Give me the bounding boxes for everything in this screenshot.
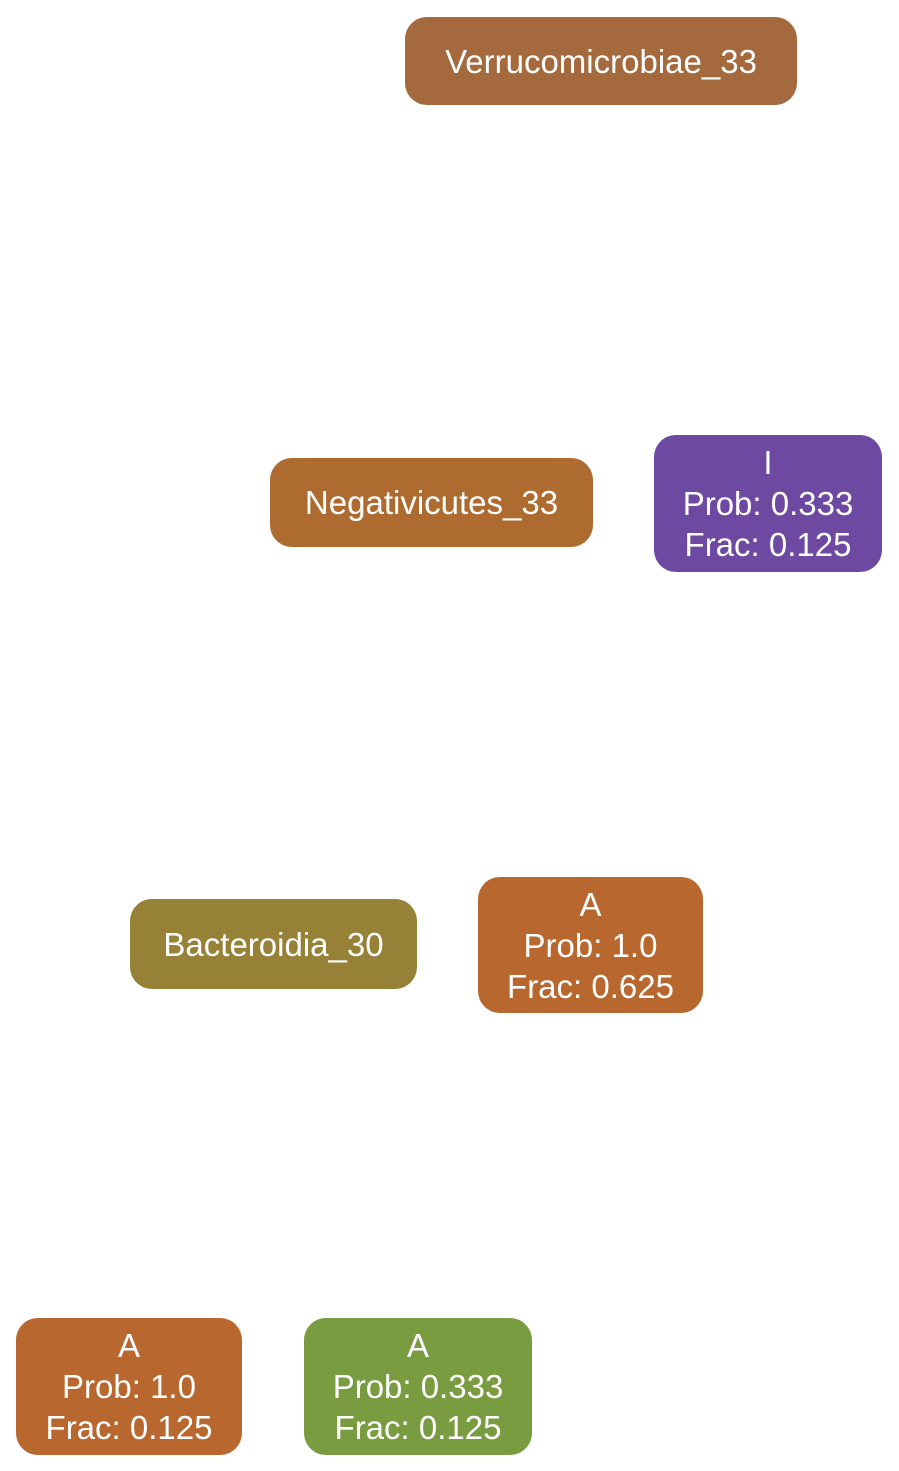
- leaf-label: A: [579, 885, 602, 923]
- leaf-label: A: [406, 1327, 429, 1364]
- node-label: Negativicutes_33: [304, 484, 559, 521]
- leaf-prob: Prob: 0.333: [332, 1368, 504, 1405]
- node-label: Bacteroidia_30: [163, 925, 384, 963]
- leaf-prob: Prob: 1.0: [523, 926, 658, 964]
- leaf-frac: Frac: 0.125: [334, 1409, 502, 1446]
- leaf-node-a-bottom-right: A Prob: 0.333 Frac: 0.125: [304, 1318, 532, 1455]
- node-negativicutes-33: Negativicutes_33: [270, 458, 593, 547]
- leaf-frac: Frac: 0.125: [684, 526, 852, 563]
- node-bacteroidia-30: Bacteroidia_30: [130, 899, 417, 989]
- leaf-frac: Frac: 0.125: [45, 1409, 213, 1446]
- leaf-label: I: [763, 444, 773, 481]
- leaf-frac: Frac: 0.625: [507, 967, 674, 1005]
- leaf-label: A: [117, 1327, 140, 1364]
- leaf-prob: Prob: 1.0: [62, 1368, 196, 1405]
- node-label: Verrucomicrobiae_33: [445, 42, 757, 80]
- leaf-node-a-middle: A Prob: 1.0 Frac: 0.625: [478, 877, 703, 1013]
- leaf-node-a-bottom-left: A Prob: 1.0 Frac: 0.125: [16, 1318, 242, 1455]
- node-verrucomicrobiae-33: Verrucomicrobiae_33: [405, 17, 797, 105]
- leaf-prob: Prob: 0.333: [682, 485, 854, 522]
- leaf-node-i: I Prob: 0.333 Frac: 0.125: [654, 435, 882, 572]
